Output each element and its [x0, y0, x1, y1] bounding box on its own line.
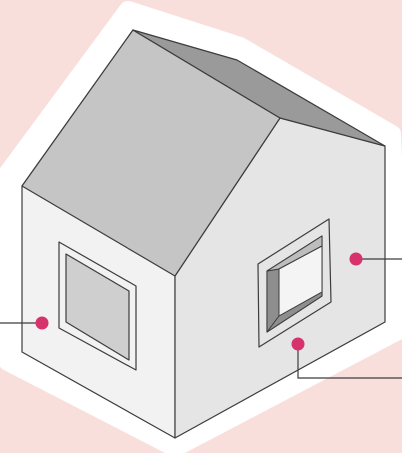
- right-wall-marker[interactable]: [349, 252, 363, 266]
- roof-back-plane: [132, 29, 386, 147]
- leader-line-sill: [297, 344, 402, 379]
- window-sill: [266, 291, 323, 333]
- leader-lines: [0, 258, 402, 379]
- right-window: [257, 218, 332, 348]
- left-window: [58, 241, 137, 371]
- window-sill-marker[interactable]: [291, 337, 305, 351]
- left-window-glass: [65, 253, 130, 361]
- left-wall-marker[interactable]: [35, 316, 49, 330]
